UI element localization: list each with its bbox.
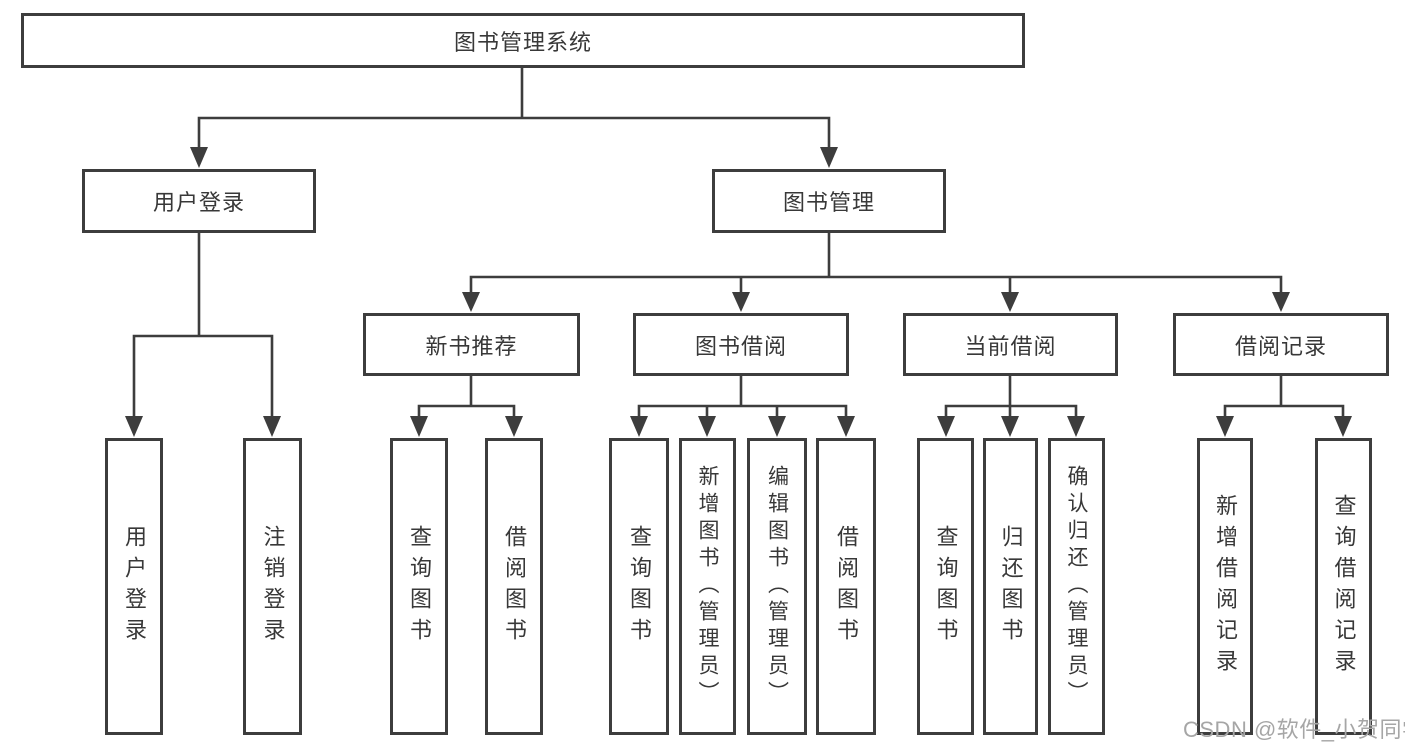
- leaf-label: 注销登录: [260, 524, 286, 649]
- leaf-borrow-books-2: 借阅图书: [816, 438, 876, 735]
- leaf-edit-book-admin: 编辑图书（管理员）: [747, 438, 807, 735]
- node-book-management: 图书管理: [712, 169, 946, 233]
- leaf-query-books-2: 查询图书: [609, 438, 669, 735]
- leaf-return-books: 归还图书: [983, 438, 1038, 735]
- leaf-label: 用户登录: [122, 524, 147, 649]
- node-book-borrowing: 图书借阅: [633, 313, 849, 376]
- node-user-login: 用户登录: [82, 169, 316, 233]
- leaf-label: 编辑图书（管理员）: [765, 465, 789, 708]
- leaf-label: 新增图书（管理员）: [696, 465, 719, 708]
- leaf-query-books-3: 查询图书: [917, 438, 974, 735]
- leaf-label: 确认归还（管理员）: [1065, 465, 1088, 708]
- leaf-label: 查询图书: [627, 524, 652, 649]
- leaf-label: 新增借阅记录: [1213, 493, 1238, 680]
- node-library-management-system: 图书管理系统: [21, 13, 1025, 68]
- leaf-logout: 注销登录: [243, 438, 302, 735]
- leaf-query-borrow-record: 查询借阅记录: [1315, 438, 1372, 735]
- leaf-add-borrow-record: 新增借阅记录: [1197, 438, 1253, 735]
- node-current-borrowing: 当前借阅: [903, 313, 1118, 376]
- leaf-borrow-books-1: 借阅图书: [485, 438, 543, 735]
- leaf-user-login: 用户登录: [105, 438, 163, 735]
- leaf-confirm-return-admin: 确认归还（管理员）: [1048, 438, 1105, 735]
- leaf-label: 借阅图书: [502, 524, 527, 649]
- leaf-label: 查询借阅记录: [1331, 493, 1357, 680]
- leaf-query-books-1: 查询图书: [390, 438, 448, 735]
- leaf-add-book-admin: 新增图书（管理员）: [679, 438, 736, 735]
- leaf-label: 归还图书: [998, 524, 1024, 649]
- node-new-book-recommendation: 新书推荐: [363, 313, 580, 376]
- csdn-watermark: CSDN @软件_小贺同学: [1183, 717, 1405, 742]
- leaf-label: 查询图书: [407, 524, 432, 649]
- leaf-label: 借阅图书: [834, 524, 859, 649]
- leaf-label: 查询图书: [933, 524, 959, 649]
- node-borrowing-records: 借阅记录: [1173, 313, 1389, 376]
